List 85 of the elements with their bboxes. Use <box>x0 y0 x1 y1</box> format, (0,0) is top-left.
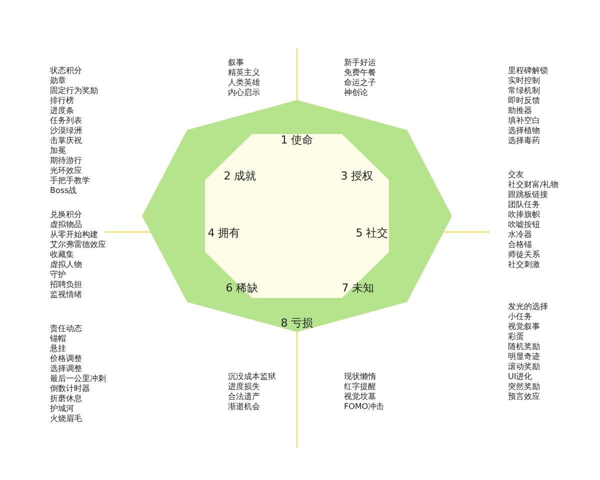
technique-label: 从零开始构建 <box>50 230 98 240</box>
technique-label: 叙事 <box>228 58 244 68</box>
technique-label: 任务列表 <box>50 116 82 126</box>
technique-label: 期待游行 <box>50 156 82 166</box>
technique-label: 交友 <box>508 170 524 180</box>
technique-label: 命运之子 <box>344 78 376 88</box>
technique-label: 悬挂 <box>50 344 66 354</box>
technique-label: 师徒关系 <box>508 250 540 260</box>
technique-label: 价格调整 <box>50 354 82 364</box>
technique-label: UI进化 <box>508 372 532 382</box>
drive-label: 8 亏损 <box>280 316 314 330</box>
technique-label: 吹嘘按钮 <box>508 220 540 230</box>
technique-label: 进度条 <box>50 106 74 116</box>
technique-label: 人类英雄 <box>228 78 260 88</box>
technique-label: 合法遗产 <box>228 392 260 402</box>
technique-label: 沉没成本监狱 <box>228 372 276 382</box>
technique-label: FOMO冲击 <box>344 402 384 412</box>
technique-label: 进度损失 <box>228 382 260 392</box>
drive-label: 1 使命 <box>280 132 314 148</box>
technique-label: 选择调整 <box>50 364 82 374</box>
technique-label: Boss战 <box>50 186 77 196</box>
technique-label: 兑换积分 <box>50 210 82 220</box>
technique-label: 跟跳板链接 <box>508 190 548 200</box>
technique-label: 精英主义 <box>228 68 260 78</box>
technique-label: 责任动态 <box>50 324 82 334</box>
technique-label: 虚拟人物 <box>50 260 82 270</box>
drive-label: 4 拥有 <box>208 226 240 240</box>
technique-label: 内心启示 <box>228 88 260 98</box>
technique-label: 击掌庆祝 <box>50 136 82 146</box>
technique-label: 选择毒药 <box>508 136 540 146</box>
technique-label: 锚帽 <box>50 334 66 344</box>
technique-label: 免费午餐 <box>344 68 376 78</box>
technique-label: 护城河 <box>50 404 74 414</box>
technique-label: 状态积分 <box>50 66 82 76</box>
technique-label: 预言效应 <box>508 392 540 402</box>
technique-label: 填补空白 <box>508 116 540 126</box>
technique-label: 新手好运 <box>344 58 376 68</box>
technique-label: 手把手教学 <box>50 176 90 186</box>
octagon-shape <box>142 100 452 332</box>
technique-label: 彩蛋 <box>508 332 524 342</box>
technique-label: 实时控制 <box>508 76 540 86</box>
technique-label: 社交刺激 <box>508 260 540 270</box>
technique-label: 随机奖励 <box>508 342 540 352</box>
drive-label: 5 社交 <box>356 226 388 240</box>
technique-label: 加冕 <box>50 146 66 156</box>
technique-label: 勋章 <box>50 76 66 86</box>
technique-label: 最后一公里冲刺 <box>50 374 106 384</box>
technique-label: 沙漠绿洲 <box>50 126 82 136</box>
technique-label: 固定行为奖励 <box>50 86 98 96</box>
technique-label: 折磨休息 <box>50 394 82 404</box>
technique-label: 倒数计时器 <box>50 384 90 394</box>
technique-label: 排行榜 <box>50 96 74 106</box>
technique-label: 艾尔弗雷德效应 <box>50 240 106 250</box>
technique-label: 选择植物 <box>508 126 540 136</box>
technique-label: 视觉叙事 <box>508 322 540 332</box>
technique-label: 团队任务 <box>508 200 540 210</box>
technique-label: 小任务 <box>508 312 532 322</box>
technique-label: 虚拟物品 <box>50 220 82 230</box>
drive-label: 7 未知 <box>342 280 374 296</box>
technique-label: 突然奖励 <box>508 382 540 392</box>
technique-label: 社交财富/礼物 <box>508 180 559 190</box>
technique-label: 收藏集 <box>50 250 74 260</box>
drive-label: 3 授权 <box>340 168 374 184</box>
technique-label: 滚动奖励 <box>508 362 540 372</box>
technique-label: 发光的选择 <box>508 302 548 312</box>
technique-label: 守护 <box>50 270 66 280</box>
drive-label: 6 稀缺 <box>226 280 258 296</box>
technique-label: 光环效应 <box>50 166 82 176</box>
technique-label: 常绿机制 <box>508 86 540 96</box>
drive-label: 2 成就 <box>224 168 256 184</box>
technique-label: 即时反馈 <box>508 96 540 106</box>
technique-label: 里程碑解锁 <box>508 66 548 76</box>
technique-label: 视觉坟墓 <box>344 392 376 402</box>
technique-label: 水冷器 <box>508 230 532 240</box>
technique-label: 渐逝机会 <box>228 402 260 412</box>
technique-label: 火烧眉毛 <box>50 414 82 424</box>
technique-label: 招聘负担 <box>50 280 82 290</box>
technique-label: 助推器 <box>508 106 532 116</box>
technique-label: 监视情绪 <box>50 290 82 300</box>
technique-label: 神创论 <box>344 88 368 98</box>
technique-label: 明显奇迹 <box>508 352 540 362</box>
technique-label: 红字提醒 <box>344 382 376 392</box>
technique-label: 合格锚 <box>508 240 532 250</box>
technique-label: 现状懒惰 <box>344 372 376 382</box>
technique-label: 吹捧旗帜 <box>508 210 540 220</box>
